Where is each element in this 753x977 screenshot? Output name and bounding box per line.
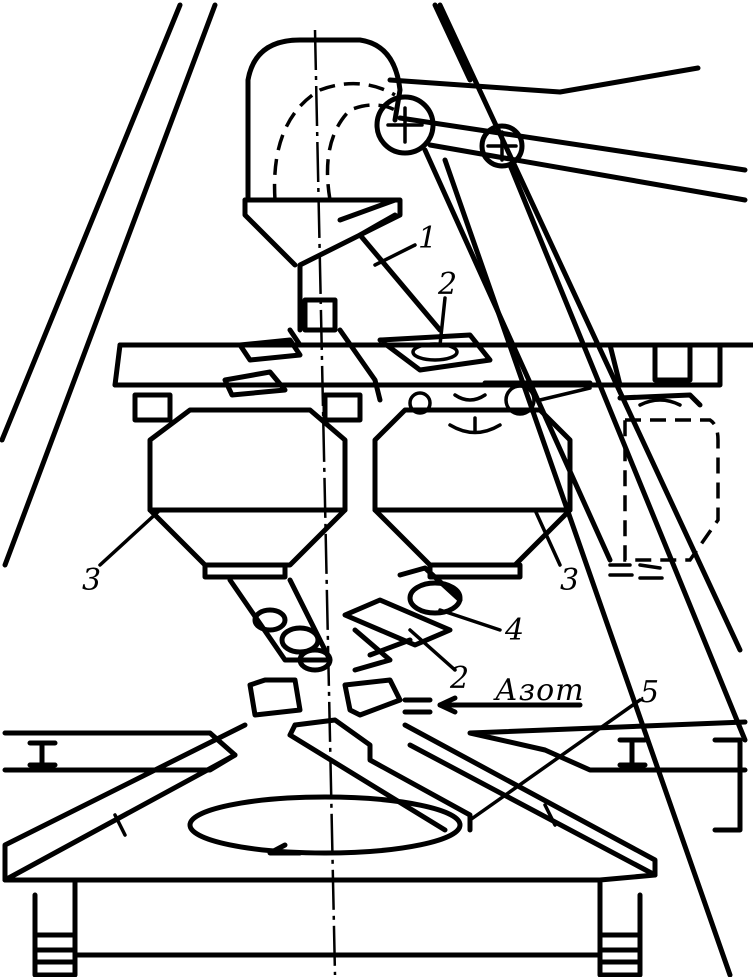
nitrogen-inlet	[437, 695, 583, 715]
hopper-1	[242, 197, 443, 333]
legs	[2, 872, 658, 977]
label-2-lower: 2	[449, 661, 469, 696]
crane-arm	[374, 65, 748, 203]
upper-chute-dashed	[272, 81, 396, 201]
label-nitrogen: Азот	[493, 673, 585, 708]
inlet-nozzles	[247, 677, 433, 718]
label-2-upper: 2	[437, 267, 457, 302]
vessel-dashed-right	[623, 418, 720, 562]
center-axis	[313, 29, 337, 976]
vessel-3-left	[147, 407, 348, 580]
doser-4	[342, 565, 463, 673]
leader-lines	[98, 243, 642, 822]
label-1: 1	[418, 221, 437, 256]
label-3-left: 3	[82, 563, 101, 598]
upper-cap	[245, 37, 403, 203]
housing-lines	[0, 2, 743, 653]
transfer-pipe	[227, 577, 333, 673]
label-5: 5	[640, 675, 659, 710]
label-4: 4	[504, 613, 524, 648]
label-3-right: 3	[560, 563, 579, 598]
doser-2-upper	[377, 332, 493, 373]
feed-pipes	[422, 147, 748, 977]
mixing-chamber	[2, 717, 658, 883]
right-fittings	[608, 563, 664, 580]
